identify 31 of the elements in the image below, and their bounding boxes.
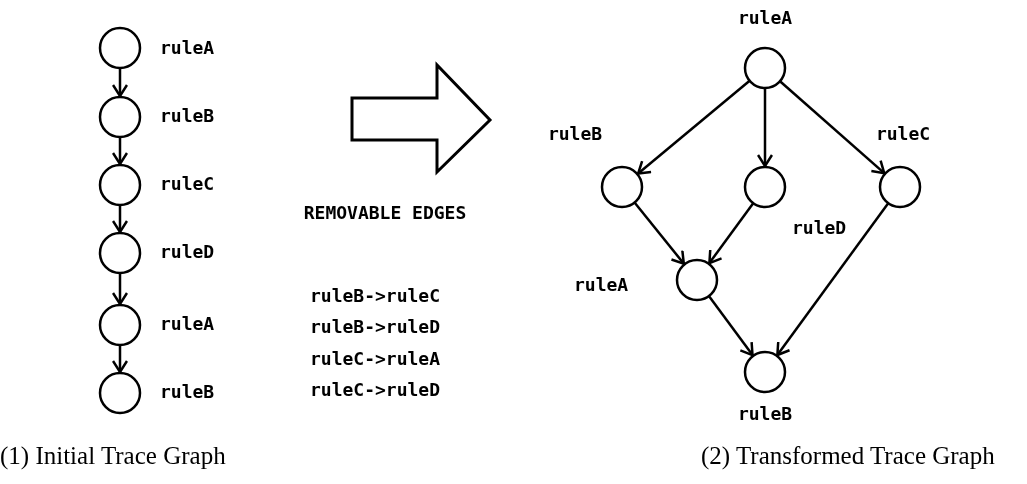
edge-list-item: ruleB->ruleC [310,286,441,306]
arrow [111,345,129,374]
caption: (1) Initial Trace Graph [0,442,226,470]
node-label: ruleA [737,8,793,28]
arrow [111,68,129,98]
node-label: ruleC [160,174,215,194]
caption: (2) Transformed Trace Graph [701,442,995,470]
node-label: ruleB [547,124,603,144]
arrow [111,205,129,234]
edge-list-item: ruleB->ruleD [310,317,441,337]
arrow [111,273,129,306]
arrow [708,202,755,265]
arrow [779,80,886,175]
arrow [111,137,129,166]
arrow [636,79,751,175]
arrow [633,201,686,265]
node-label: ruleA [160,38,215,58]
node-label: ruleB [160,106,215,126]
node-label: ruleA [574,275,629,295]
node-label: ruleD [792,218,847,238]
node-label: ruleB [737,404,793,424]
node-label: ruleA [160,314,215,334]
arrow [707,295,754,357]
node-label: ruleC [875,124,931,144]
edge-list-item: ruleC->ruleD [310,380,441,400]
arrow [776,202,890,357]
edge-list-item: ruleC->ruleA [310,349,441,369]
node-label: ruleB [160,382,215,402]
node-label: ruleD [160,242,215,262]
arrow [756,88,774,168]
section-heading: REMOVABLE EDGES [302,201,468,225]
